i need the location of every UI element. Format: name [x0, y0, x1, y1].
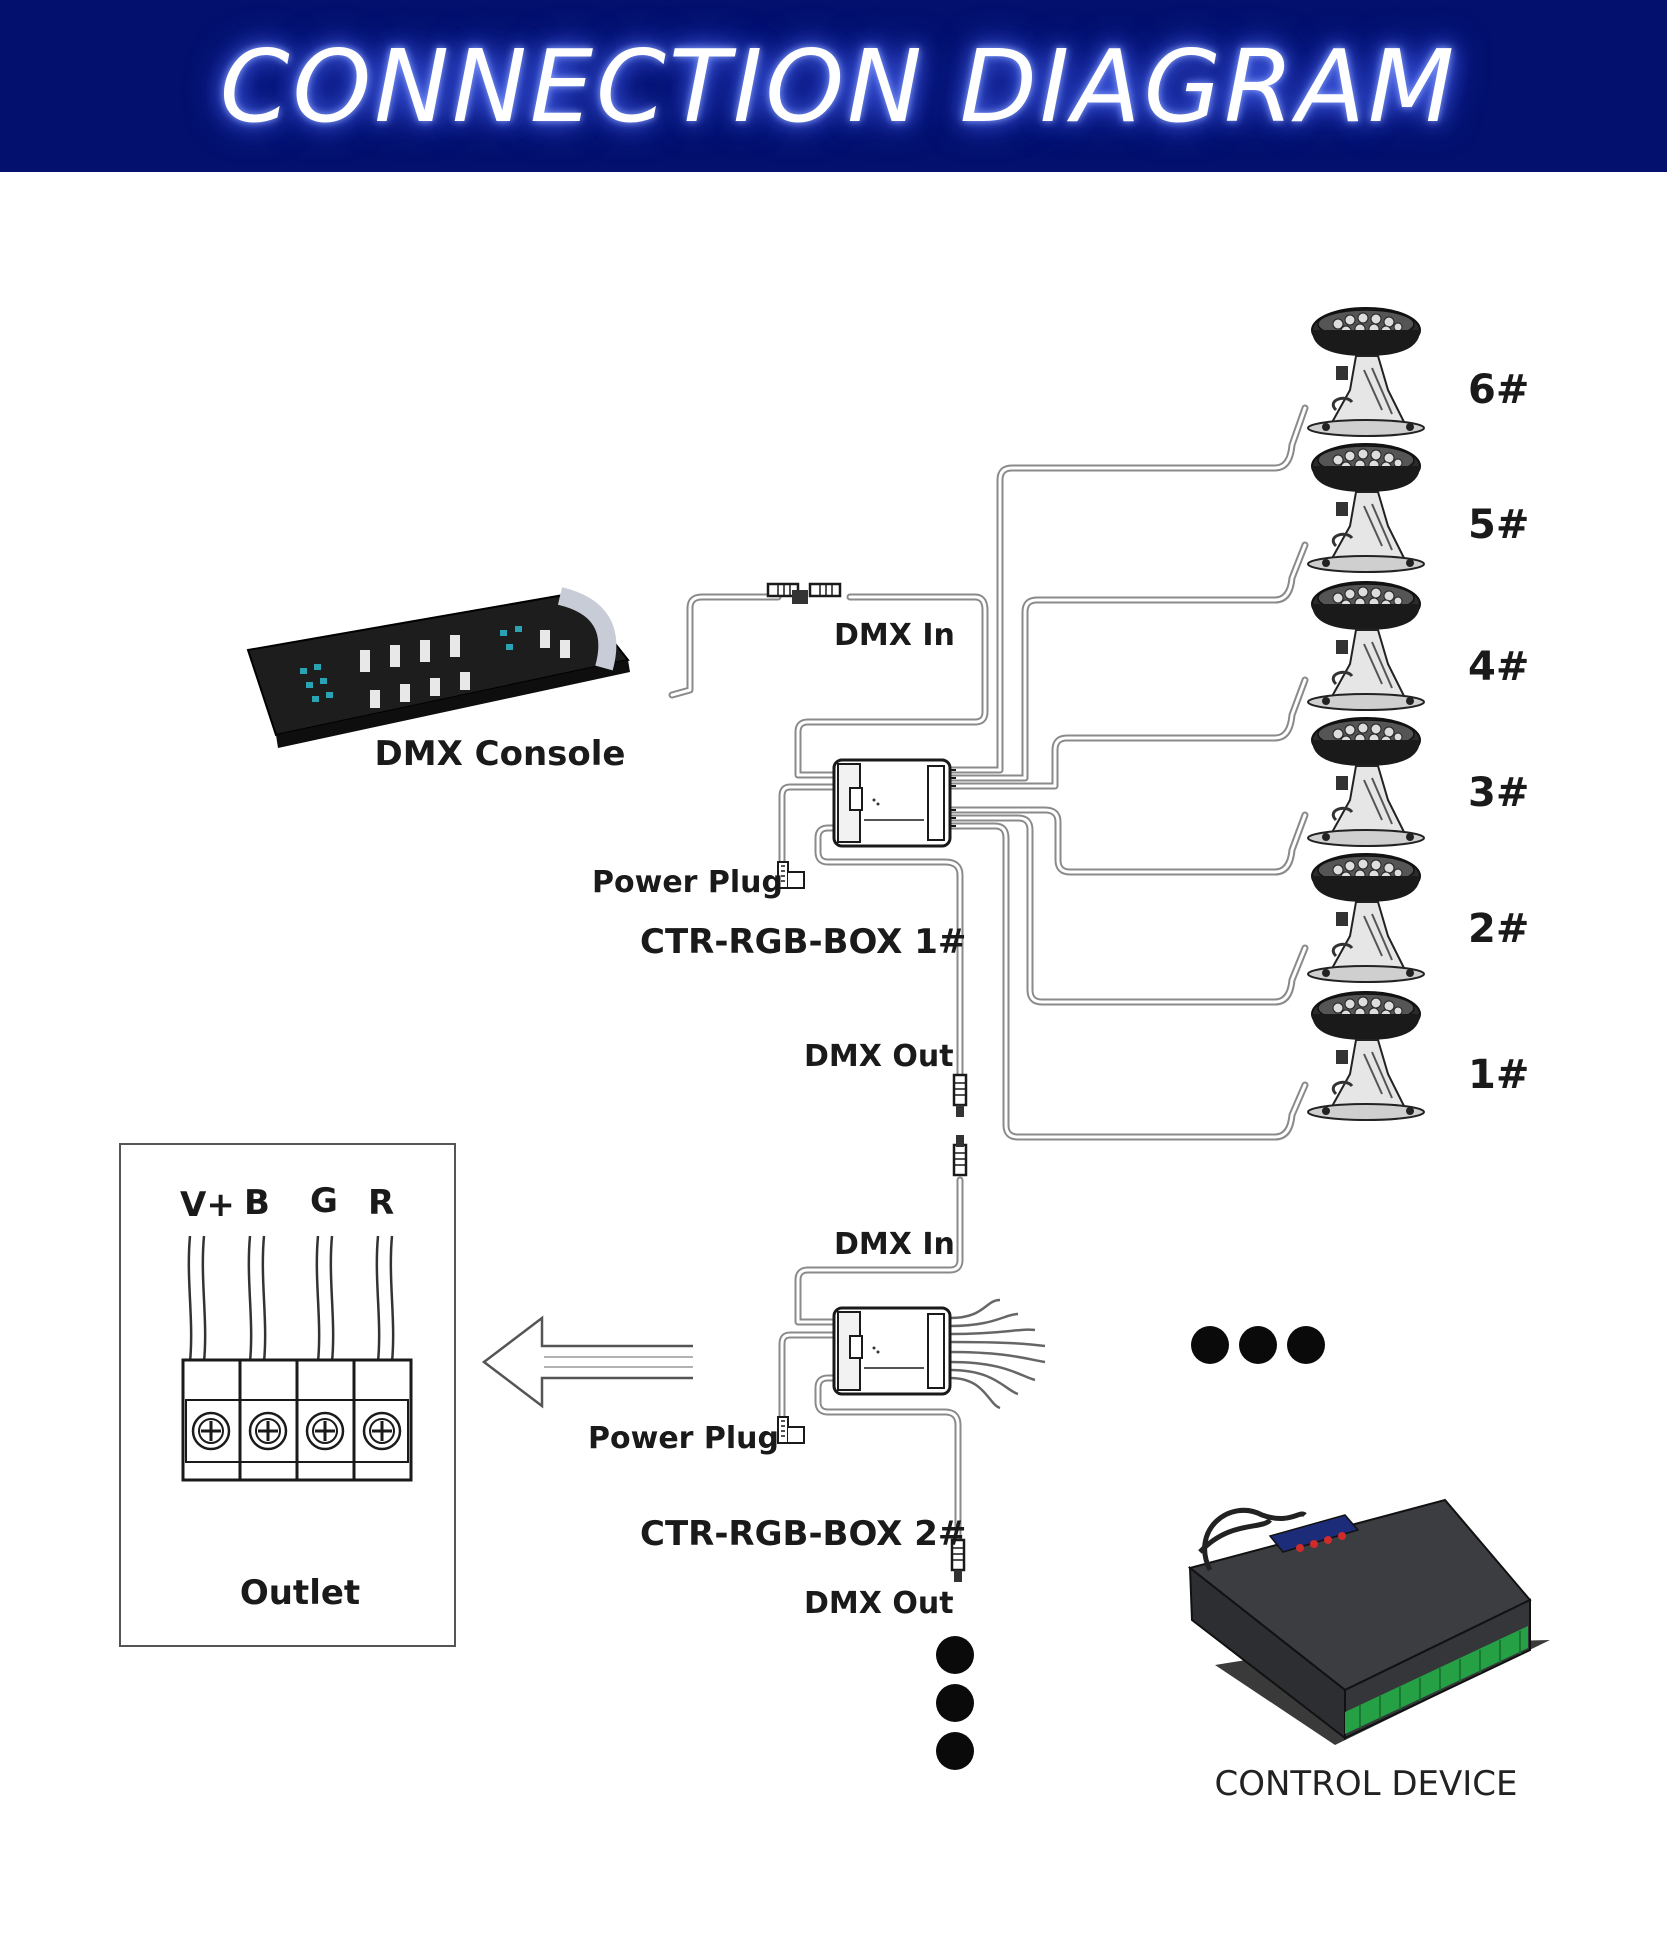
box-output-pins	[950, 769, 956, 827]
dmx-in-label-2: DMX In	[834, 1227, 955, 1262]
dmx-out-connector-2	[950, 1538, 966, 1582]
power-plug-label-1: Power Plug	[592, 865, 783, 900]
dmx-out-label-2: DMX Out	[804, 1586, 954, 1621]
terminal-label-r: R	[368, 1183, 394, 1223]
light-fixture-4	[1306, 580, 1426, 712]
power-plug-label-2: Power Plug	[588, 1421, 779, 1456]
continuation-dots-horizontal	[1191, 1326, 1325, 1364]
light-number-1: 1#	[1468, 1052, 1529, 1098]
light-number-2: 2#	[1468, 906, 1529, 952]
terminal-label-b: B	[244, 1183, 270, 1223]
light-fixture-3	[1306, 716, 1426, 848]
ctr-rgb-box-1	[832, 758, 952, 848]
outlet-label: Outlet	[240, 1573, 360, 1613]
power-plug-icon-2	[777, 1416, 805, 1444]
light-fixture-6	[1306, 306, 1426, 438]
outlet-panel	[119, 1143, 456, 1647]
dmx-in-connector-2	[952, 1135, 968, 1177]
dmx-console-label: DMX Console	[375, 734, 626, 774]
light-number-6: 6#	[1468, 367, 1529, 413]
box2-output-wires	[949, 1298, 1046, 1410]
ctr-box-1-label: CTR-RGB-BOX 1#	[640, 922, 966, 962]
continuation-dots-vertical	[936, 1636, 974, 1770]
light-number-5: 5#	[1468, 502, 1529, 548]
ctr-rgb-box-2	[832, 1306, 952, 1396]
light-fixture-2	[1306, 852, 1426, 984]
dmx-out-label-1: DMX Out	[804, 1039, 954, 1074]
light-fixture-1	[1306, 990, 1426, 1122]
dmx-in-label-1: DMX In	[834, 618, 955, 653]
terminal-label-g: G	[310, 1181, 338, 1221]
wire-bundle-core	[670, 406, 1307, 1542]
dmx-in-connector-1	[766, 582, 842, 604]
control-device-label: CONTROL DEVICE	[1214, 1764, 1517, 1804]
control-device-image	[1187, 1498, 1550, 1745]
light-number-4: 4#	[1468, 644, 1529, 690]
terminal-label-vplus: V+	[180, 1185, 235, 1225]
light-fixture-5	[1306, 442, 1426, 574]
wire-bundle-outline	[668, 404, 1309, 1544]
light-number-3: 3#	[1468, 770, 1529, 816]
ctr-box-2-label: CTR-RGB-BOX 2#	[640, 1514, 966, 1554]
page-title: CONNECTION DIAGRAM	[219, 27, 1458, 145]
dmx-console-device	[246, 587, 630, 748]
header-banner: CONNECTION DIAGRAM	[0, 0, 1667, 172]
outlet-arrow-icon	[481, 1315, 693, 1409]
dmx-out-connector-1	[952, 1073, 968, 1117]
